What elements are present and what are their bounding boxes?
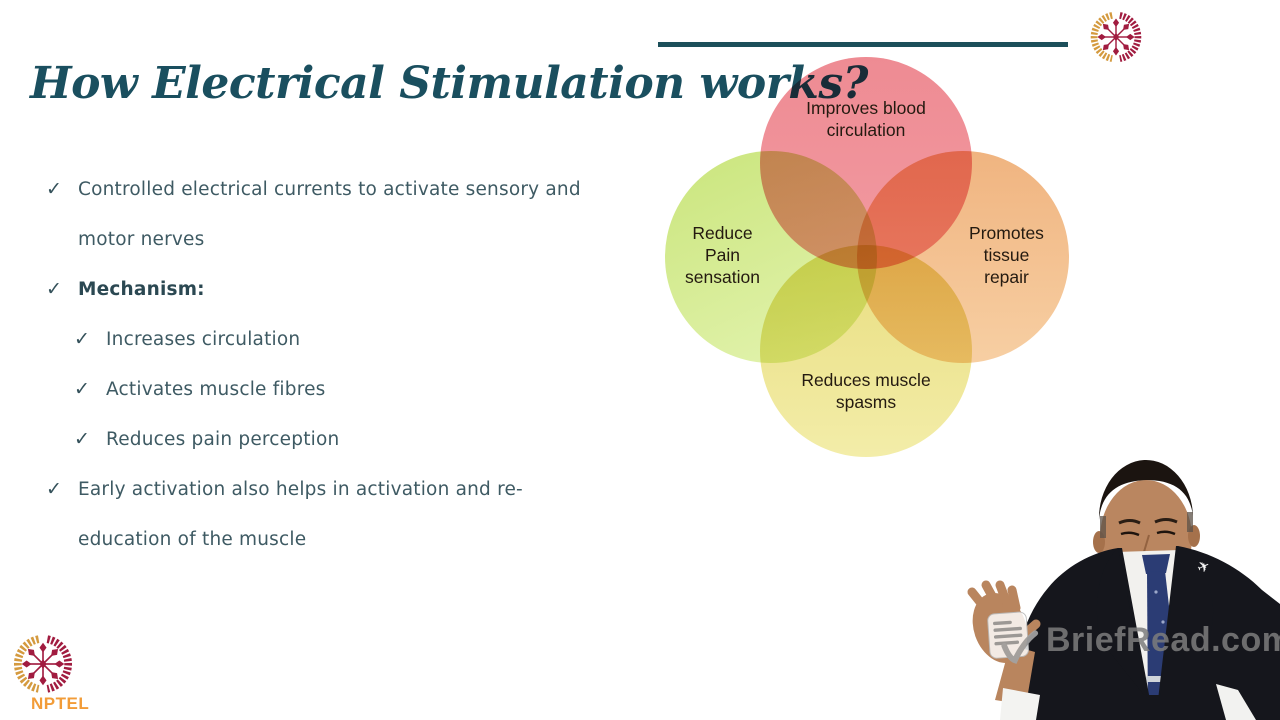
list-item: ✓ Activates muscle fibres	[74, 365, 646, 415]
nptel-wordmark: NPTEL	[31, 694, 90, 713]
venn-label-reduce-pain: Reduce Pain sensation	[685, 223, 760, 287]
bullet-text: Controlled electrical currents to activa…	[78, 179, 581, 200]
bullet-text: Early activation also helps in activatio…	[78, 479, 523, 500]
check-icon: ✓	[74, 329, 90, 350]
check-icon: ✓	[46, 179, 62, 200]
bullet-text: Mechanism:	[78, 279, 205, 300]
check-icon: ✓	[74, 379, 90, 400]
venn-label-spasms: Reduces muscle spasms	[801, 370, 931, 412]
venn-circle-spasms	[760, 245, 972, 457]
check-icon: ✓	[46, 279, 62, 300]
briefread-doc-check-icon	[987, 611, 1039, 664]
bullet-text: Activates muscle fibres	[106, 379, 326, 400]
briefread-watermark: BriefRead.com	[1046, 621, 1280, 659]
nptel-logo-icon	[14, 635, 72, 693]
list-item: ✓ Mechanism:	[46, 265, 646, 315]
bullet-text: Reduces pain perception	[106, 429, 340, 450]
bullet-list: ✓ Controlled electrical currents to acti…	[46, 165, 646, 565]
list-item: ✓ Increases circulation	[74, 315, 646, 365]
bullet-text: motor nerves	[78, 229, 205, 250]
list-item: ✓ Controlled electrical currents to acti…	[46, 165, 646, 265]
bullet-text: Increases circulation	[106, 329, 301, 350]
nptel-logo-icon	[1090, 12, 1142, 62]
presenter-tie	[1142, 554, 1170, 574]
list-item: ✓ Early activation also helps in activat…	[46, 465, 646, 565]
bullet-text: education of the muscle	[78, 529, 307, 550]
venn-label-tissue-repair: Promotes tissue repair	[969, 223, 1044, 287]
venn-label-circulation: Improves blood circulation	[806, 98, 926, 140]
check-icon: ✓	[74, 429, 90, 450]
list-item: ✓ Reduces pain perception	[74, 415, 646, 465]
presenter-photo: ✈	[967, 460, 1280, 720]
page-title: How Electrical Stimulation works?	[30, 58, 868, 109]
presenter-hair	[1098, 460, 1193, 520]
venn-circle-circulation	[760, 57, 972, 269]
title-divider	[658, 42, 1068, 47]
check-icon: ✓	[46, 479, 62, 500]
